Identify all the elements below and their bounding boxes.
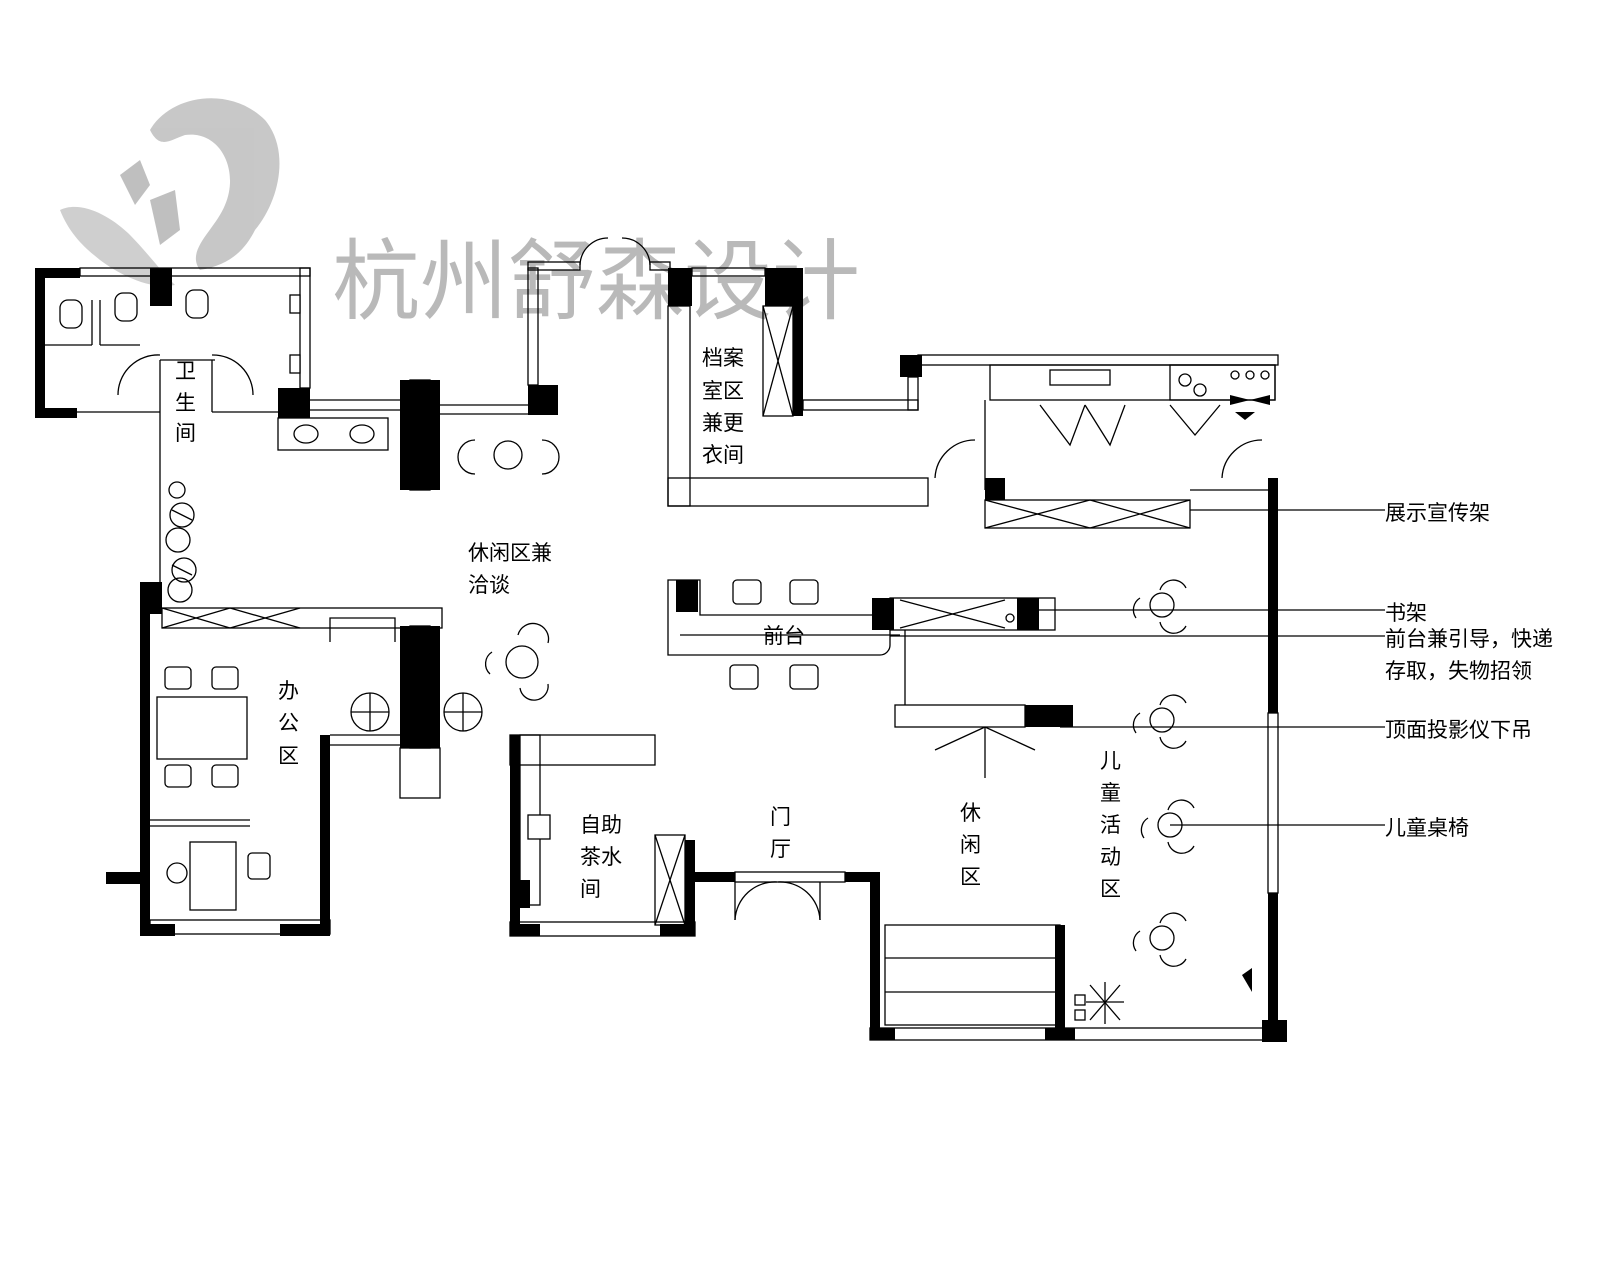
reception-chair-icon [729,579,819,690]
projector-icon [934,726,1036,778]
upper-corridor [310,237,671,491]
room-label-kids: 儿 童 活 动 区 [1100,749,1128,901]
office-block: 办 公 区 [106,582,483,936]
room-label-reception: 前台 [763,624,805,648]
lounge-table-icon [457,439,560,475]
archive-block: 档案 室区 兼更 衣间 [667,267,976,507]
room-label-foyer: 门 厅 [770,805,798,861]
callout-projector: 顶面投影仪下吊 [1385,718,1532,742]
room-label-lounge-talk: 休闲区兼 洽谈 [468,541,559,597]
watermark-logo-icon [60,98,280,286]
callout-lines [890,509,1385,826]
callout-kids-furniture: 儿童桌椅 [1385,816,1469,840]
callout-reception-line1: 前台兼引导，快递 [1385,627,1553,651]
watermark: 杭州舒森设计 [60,98,860,333]
room-label-office: 办 公 区 [278,679,306,768]
callout-display-rack: 展示宣传架 [1385,501,1490,525]
toilet-icon [59,289,209,329]
exterior-wall-right [1268,478,1278,713]
foyer-block: 门 厅 [695,805,880,1040]
room-label-rest-area: 休 闲 区 [960,801,988,889]
room-label-restroom: 卫 生 间 [175,359,203,445]
plant-icon [1074,982,1124,1024]
plant-icon [350,692,483,732]
stairs-block [869,924,1281,1041]
reception-block: 前台 [667,579,1073,778]
kitchen-block [917,354,1279,529]
plant-icon [165,481,197,603]
sink-icon [277,417,389,451]
kids-table-icon [1132,579,1195,967]
restroom-block: 卫 生 间 [35,267,389,600]
room-label-tea: 自助 茶水 间 [580,813,629,901]
callout-reception-line2: 存取，失物招领 [1385,659,1532,683]
office-desk-icon [156,666,271,911]
tea-room-block: 自助 茶水 间 [509,734,696,937]
callout-bookshelf: 书架 [1385,601,1427,625]
lounge-table-icon [484,622,550,701]
room-label-archive: 档案 室区 兼更 衣间 [702,346,751,467]
